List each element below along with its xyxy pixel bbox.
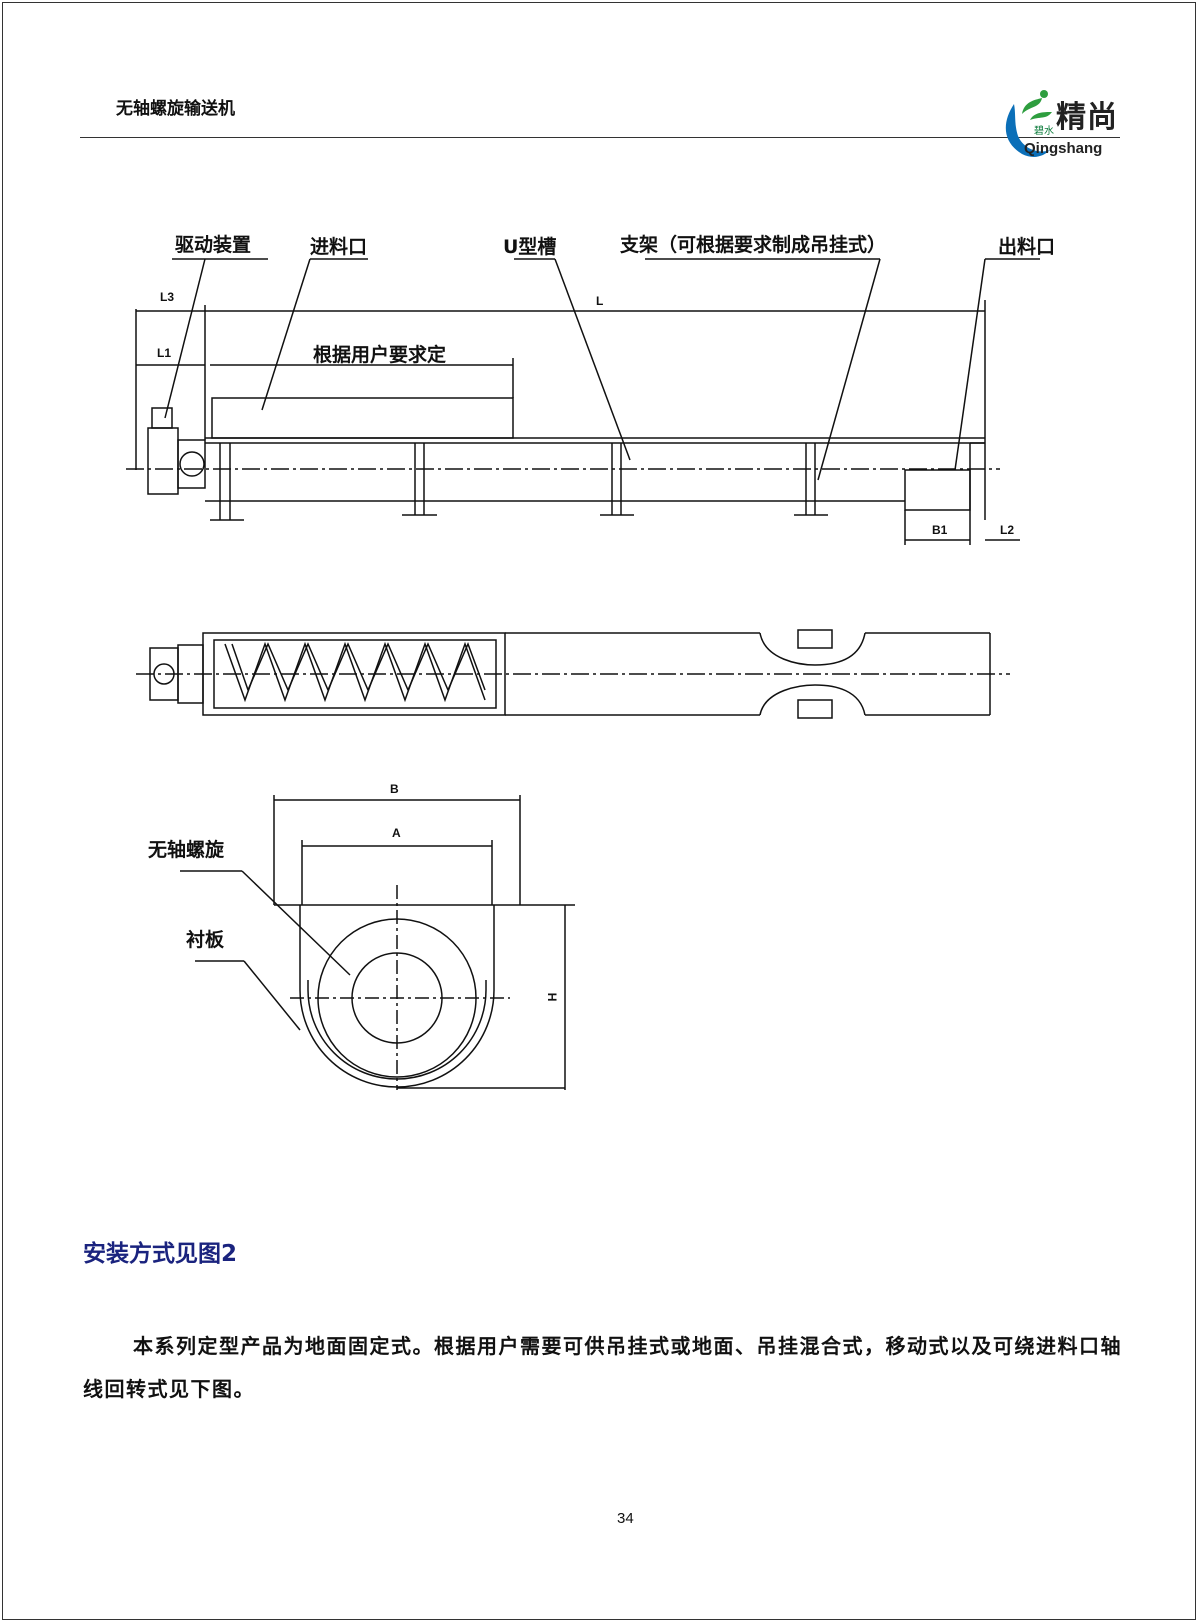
header-rule	[80, 137, 1120, 138]
label-inlet-length: 根据用户要求定	[313, 344, 447, 366]
dim-B: B	[390, 782, 399, 796]
dim-L1: L1	[157, 346, 172, 360]
label-outlet: 出料口	[998, 236, 1056, 258]
logo-chinese: 精尚	[1056, 100, 1118, 135]
label-liner: 衬板	[186, 929, 225, 951]
label-support: 支架（可根据要求制成吊挂式）	[620, 234, 887, 256]
logo-small-text: 碧水	[1034, 126, 1054, 137]
header-title: 无轴螺旋输送机	[116, 99, 235, 119]
body-paragraph: 本系列定型产品为地面固定式。根据用户需要可供吊挂式或地面、吊挂混合式，移动式以及…	[83, 1334, 1122, 1401]
dim-H: H	[545, 992, 560, 1002]
label-spiral: 无轴螺旋	[148, 839, 225, 861]
label-drive: 驱动装置	[175, 234, 252, 256]
dim-L: L	[596, 294, 604, 308]
label-inlet: 进料口	[310, 236, 368, 258]
logo-english: Qingshang	[1024, 140, 1103, 157]
conveyor-drawing	[126, 258, 1040, 1090]
dim-L2: L2	[1000, 523, 1015, 537]
section-heading: 安装方式见图2	[83, 1241, 238, 1267]
water-drop-leaf-icon	[1005, 90, 1052, 157]
dim-B1: B1	[932, 523, 948, 537]
dim-L3: L3	[160, 290, 175, 304]
dim-A: A	[392, 826, 401, 840]
page-number: 34	[617, 1510, 634, 1527]
label-trough: U型槽	[503, 236, 557, 258]
